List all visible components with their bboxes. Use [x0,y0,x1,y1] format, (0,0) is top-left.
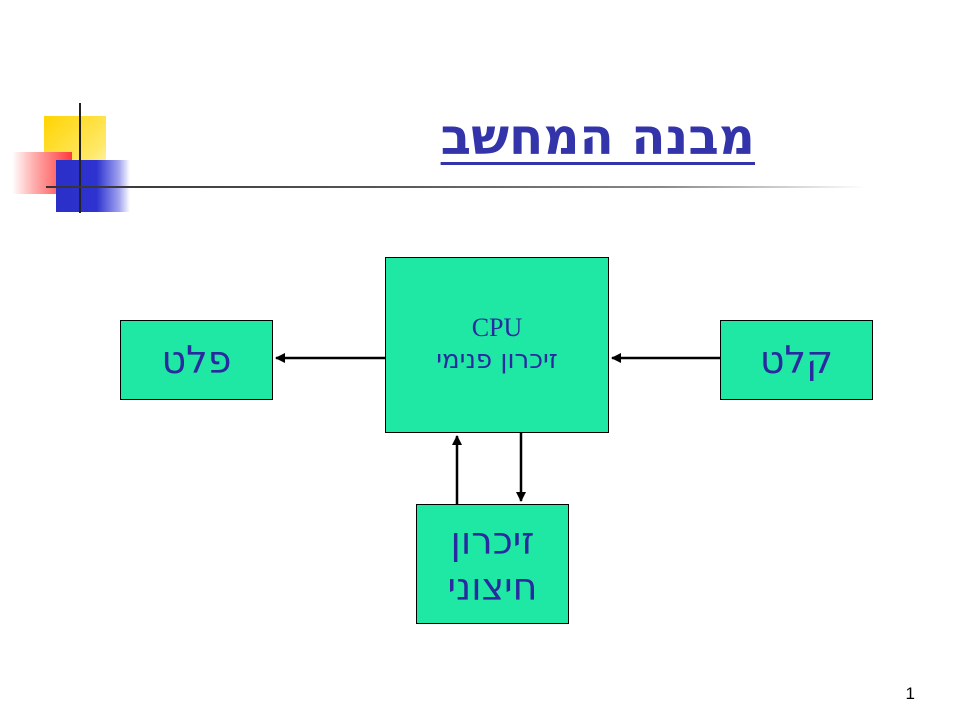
logo-vertical-line [79,103,81,213]
page-number: 1 [905,684,915,703]
output-label: פלט [161,338,232,382]
output-box: פלט [120,320,273,400]
title-divider-line [46,186,866,188]
external-memory-label-line2: חיצוני [447,565,538,609]
external-memory-box: זיכרון חיצוני [416,504,569,624]
internal-memory-label: זיכרון פנימי [436,345,558,375]
external-memory-label-line1: זיכרון [450,519,535,563]
slide-title: מבנה המחשב [440,108,755,166]
cpu-label: CPU [471,313,523,342]
input-label: קלט [759,338,834,382]
cpu-box: CPU זיכרון פנימי [385,257,609,433]
input-box: קלט [720,320,873,400]
